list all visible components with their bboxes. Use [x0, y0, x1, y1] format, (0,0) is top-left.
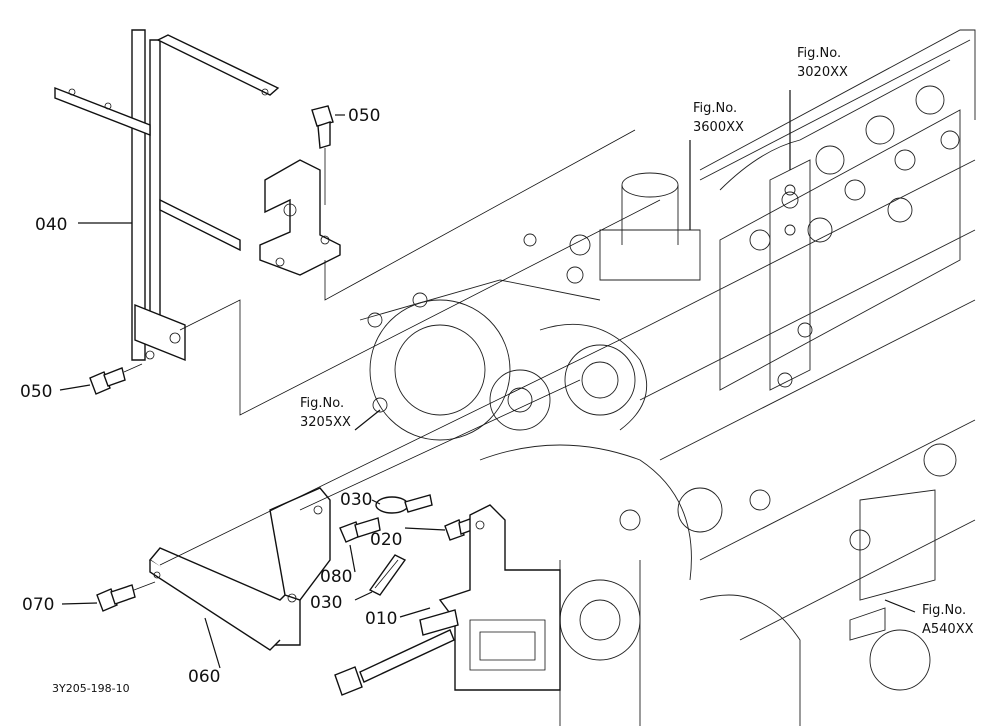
engine-block — [359, 29, 976, 726]
label-030-upper: 030 — [340, 490, 372, 510]
fig-ref-a540-line2: A540XX — [922, 622, 974, 637]
upper-bracket — [259, 159, 341, 276]
label-010: 010 — [365, 609, 397, 629]
fig-ref-3020-line2: 3020XX — [797, 65, 848, 80]
pipe-040 — [54, 29, 280, 362]
label-060: 060 — [188, 667, 220, 687]
bolt-080 — [339, 517, 381, 543]
label-070: 070 — [22, 595, 54, 615]
drawing-id: 3Y205-198-10 — [52, 682, 130, 695]
bracket-010 — [419, 504, 561, 691]
bolt-020 — [444, 518, 473, 541]
label-080: 080 — [320, 567, 352, 587]
label-020: 020 — [370, 530, 402, 550]
bolt-050-left — [89, 363, 143, 395]
label-030-lower: 030 — [310, 593, 342, 613]
label-050-left: 050 — [20, 382, 52, 402]
leader-lines — [59, 90, 916, 669]
fig-ref-a540-line1: Fig.No. — [922, 603, 966, 618]
fig-ref-3020-line1: Fig.No. — [797, 46, 841, 61]
bolt-050-top — [311, 105, 334, 205]
fig-ref-3600-line2: 3600XX — [693, 120, 744, 135]
label-050-top: 050 — [348, 106, 380, 126]
fig-ref-3205-line1: Fig.No. — [300, 396, 344, 411]
stay-060 — [148, 487, 331, 651]
clip-030-lower — [368, 554, 407, 596]
bolt-070 — [96, 581, 156, 612]
fig-ref-3600-line1: Fig.No. — [693, 101, 737, 116]
long-bolt — [334, 629, 455, 696]
fig-ref-3205-line2: 3205XX — [300, 415, 351, 430]
label-040: 040 — [35, 215, 67, 235]
clamp-030-upper — [375, 494, 433, 514]
